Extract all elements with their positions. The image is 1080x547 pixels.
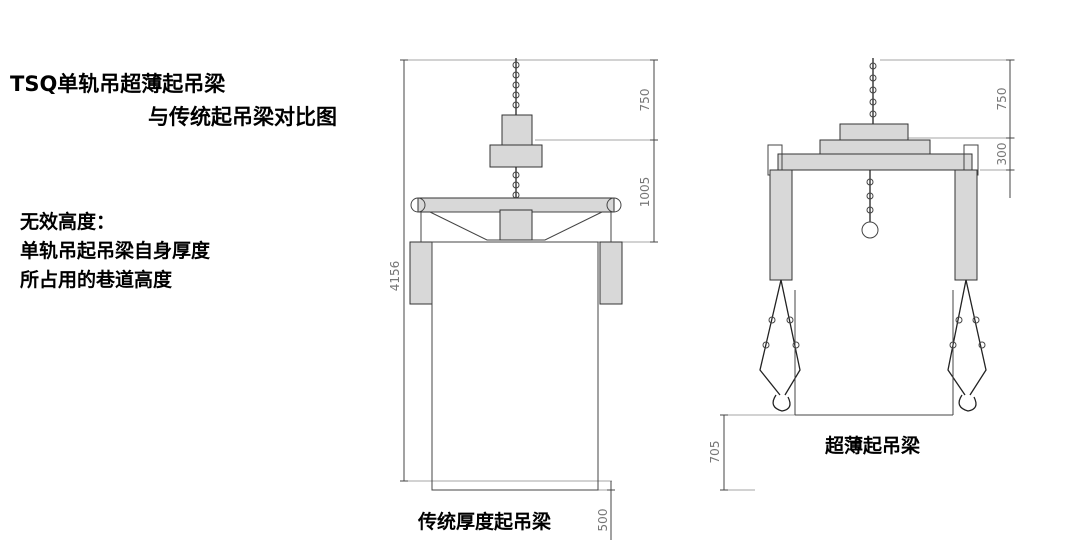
traditional-beam-drawing: 750 1005 4156 500 xyxy=(388,58,658,540)
dim-750-left: 750 xyxy=(638,89,652,112)
note-line-2: 单轨吊起吊梁自身厚度 xyxy=(20,240,211,262)
ultrathin-beam-drawing: 750 300 705 xyxy=(708,58,1015,491)
title-line-2: 与传统起吊梁对比图 xyxy=(148,105,337,129)
dim-500: 500 xyxy=(596,509,610,532)
note-line-1: 无效高度： xyxy=(20,211,116,233)
note-line-3: 所占用的巷道高度 xyxy=(20,269,173,291)
dim-705: 705 xyxy=(708,441,722,464)
traditional-caption: 传统厚度起吊梁 xyxy=(418,511,552,533)
dim-750-right: 750 xyxy=(995,88,1009,111)
title-line-1: TSQ单轨吊超薄起吊梁 xyxy=(10,72,226,96)
dim-1005: 1005 xyxy=(638,177,652,208)
dim-4156: 4156 xyxy=(388,261,402,292)
ultrathin-caption: 超薄起吊梁 xyxy=(825,435,921,457)
dim-300: 300 xyxy=(995,143,1009,166)
